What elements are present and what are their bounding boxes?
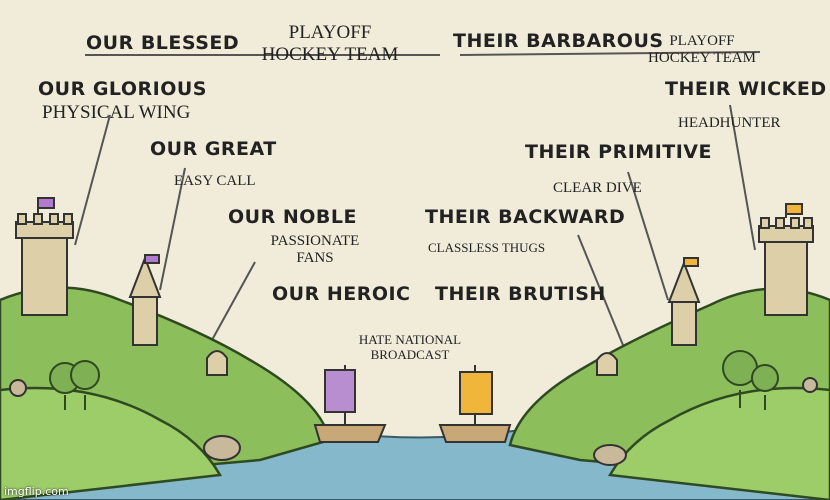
left-boat <box>313 365 387 443</box>
label-their-wicked: THEIR WICKED <box>665 78 827 100</box>
caption-classless-thugs: CLASSLESS THUGS <box>428 240 546 255</box>
label-our-heroic: OUR HEROIC <box>272 283 411 305</box>
right-spire-flag <box>683 257 699 267</box>
left-hill-front <box>0 386 223 500</box>
left-trees <box>9 360 241 461</box>
left-spire-flag <box>144 254 160 264</box>
left-spire-tower <box>128 254 162 346</box>
watermark: imgflip.com <box>4 485 69 498</box>
left-boat-sail <box>324 369 356 413</box>
left-castle-flag <box>37 197 55 209</box>
pointer-lines <box>74 51 761 351</box>
pointer-line-great <box>159 167 186 291</box>
pointer-line-noble <box>211 261 256 341</box>
left-castle-tower <box>15 197 74 316</box>
right-boat <box>438 365 512 443</box>
right-spire-tower <box>667 257 701 346</box>
label-our-glorious: OUR GLORIOUS <box>38 78 207 100</box>
pointer-line-primitive <box>627 171 669 301</box>
left-hut <box>206 350 228 376</box>
right-boat-sail <box>459 371 493 415</box>
label-our-noble: OUR NOBLE <box>228 206 357 228</box>
right-castle-flag <box>785 203 803 215</box>
pointer-line-wicked <box>729 104 756 251</box>
caption-physical-wing: PHYSICAL WING <box>42 102 191 123</box>
right-hut <box>596 352 618 376</box>
label-their-barbarous: THEIR BARBAROUS <box>453 30 664 52</box>
label-their-brutish: THEIR BRUTISH <box>435 283 606 305</box>
pointer-line-backward <box>577 234 626 351</box>
pointer-line-barbarous <box>459 51 761 56</box>
right-castle-tower <box>758 203 814 316</box>
label-their-primitive: THEIR PRIMITIVE <box>525 141 712 163</box>
right-trees <box>593 350 818 466</box>
caption-clear-dive: CLEAR DIVE <box>553 180 642 196</box>
caption-headhunter: HEADHUNTER <box>678 115 781 131</box>
label-their-backward: THEIR BACKWARD <box>425 206 626 228</box>
caption-easy-call: EASY CALL <box>174 173 256 189</box>
label-our-great: OUR GREAT <box>150 138 277 160</box>
pointer-line-glorious <box>74 114 111 246</box>
label-our-blessed: OUR BLESSED <box>86 32 240 54</box>
